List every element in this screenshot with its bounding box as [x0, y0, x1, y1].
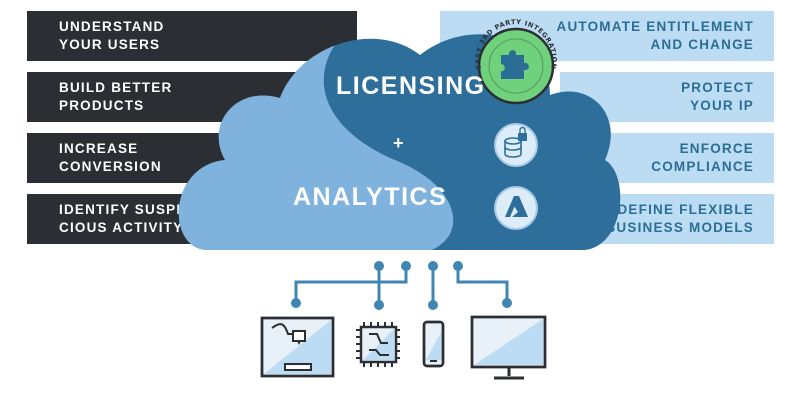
chip-icon	[356, 322, 400, 367]
benefit-protect-ip: PROTECT YOUR IP	[560, 72, 774, 122]
analytics-label: ANALYTICS	[293, 183, 448, 211]
database-lock-icon	[494, 123, 538, 167]
azure-logo-icon	[494, 186, 538, 230]
licensing-label: LICENSING	[336, 72, 486, 100]
puzzle-icon	[501, 50, 529, 79]
monitor-icon	[470, 315, 547, 380]
plus-sign: +	[393, 133, 406, 153]
3d-printer-icon	[260, 316, 335, 378]
phone-icon	[422, 320, 445, 368]
integration-badge: EASY 3RD PARTY INTEGRATION	[474, 18, 557, 105]
connectors	[291, 261, 512, 310]
benefit-understand-users: UNDERSTAND YOUR USERS	[27, 11, 357, 61]
